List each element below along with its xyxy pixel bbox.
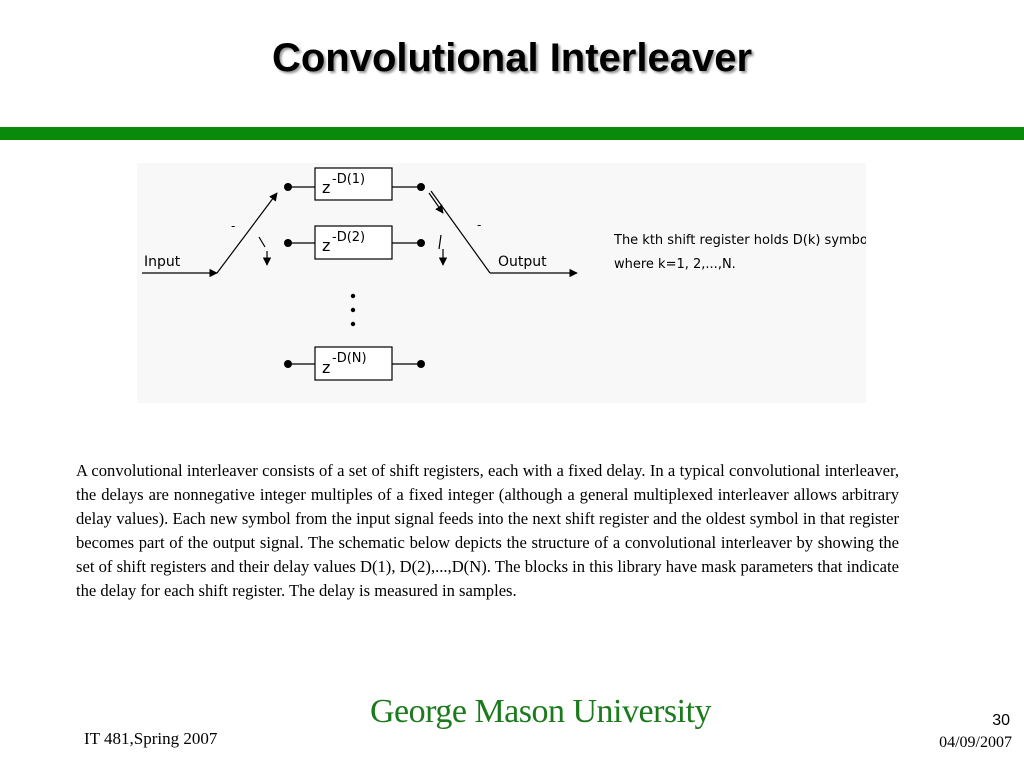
svg-text:-D(1): -D(1) <box>332 172 365 187</box>
ellipsis-dot <box>350 293 356 299</box>
page-number: 30 <box>992 712 1010 729</box>
shift-register-2 <box>314 225 393 260</box>
university-logo: George Mason University <box>370 693 712 730</box>
register-note-line-2: where k=1, 2,...,N. <box>614 257 736 272</box>
input-commutator <box>216 192 278 274</box>
output-label: Output <box>498 254 547 270</box>
input-label: Input <box>144 254 181 270</box>
svg-text:-D(2): -D(2) <box>332 230 365 245</box>
ellipsis-dot <box>350 321 356 327</box>
output-commutator <box>430 190 491 274</box>
shift-register-1 <box>314 167 393 201</box>
svg-text:-: - <box>231 219 235 233</box>
svg-text:z: z <box>322 236 330 255</box>
course-label: IT 481,Spring 2007 <box>84 729 218 748</box>
title-divider-bar <box>0 127 1024 140</box>
interleaver-diagram: Input - z -D(1) z -D(2) z -D(N) <box>137 163 866 403</box>
svg-text:-D(N): -D(N) <box>332 351 367 366</box>
slide-title: Convolutional Interleaver <box>271 36 753 80</box>
ellipsis-dot <box>350 307 356 313</box>
svg-text:z: z <box>322 178 330 197</box>
shift-register-n <box>314 346 393 381</box>
slide-body-text: A convolutional interleaver consists of … <box>76 461 899 600</box>
register-note-line-1: The kth shift register holds D(k) symbol… <box>613 233 866 248</box>
svg-text:z: z <box>322 358 330 377</box>
interleaver-schematic: Input - z -D(1) z -D(2) z -D(N) <box>142 167 866 381</box>
svg-text:-: - <box>477 218 481 232</box>
footer-date: 04/09/2007 <box>939 734 1012 751</box>
